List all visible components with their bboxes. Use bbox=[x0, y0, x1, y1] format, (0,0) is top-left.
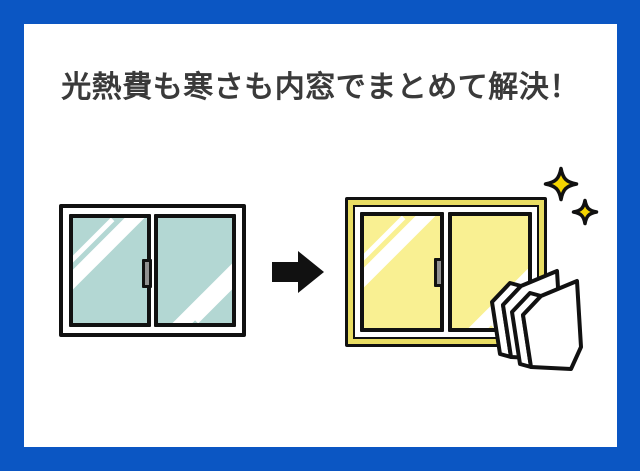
window-handle bbox=[434, 258, 444, 287]
glass-pane-front bbox=[521, 279, 583, 371]
glass-shine bbox=[364, 216, 440, 300]
page-title: 光熱費も寒さも内窓でまとめて解決！ bbox=[61, 71, 580, 104]
before-window-right-pane bbox=[154, 214, 236, 327]
sparkle-icons bbox=[543, 166, 599, 226]
window-handle bbox=[142, 259, 152, 288]
before-window-left-pane bbox=[69, 214, 151, 327]
sparkle-icon-large bbox=[543, 166, 579, 202]
right-arrow-icon bbox=[272, 251, 324, 293]
after-window-left-pane bbox=[360, 212, 444, 332]
content-card: 光熱費も寒さも内窓でまとめて解決！ bbox=[24, 24, 617, 447]
sparkle-icon-small bbox=[571, 198, 599, 226]
after-window-frame bbox=[353, 205, 539, 339]
glass-shine bbox=[73, 218, 147, 302]
after-window-illustration bbox=[345, 197, 547, 347]
before-window-illustration bbox=[59, 204, 246, 337]
spare-glass-panes bbox=[490, 269, 583, 371]
